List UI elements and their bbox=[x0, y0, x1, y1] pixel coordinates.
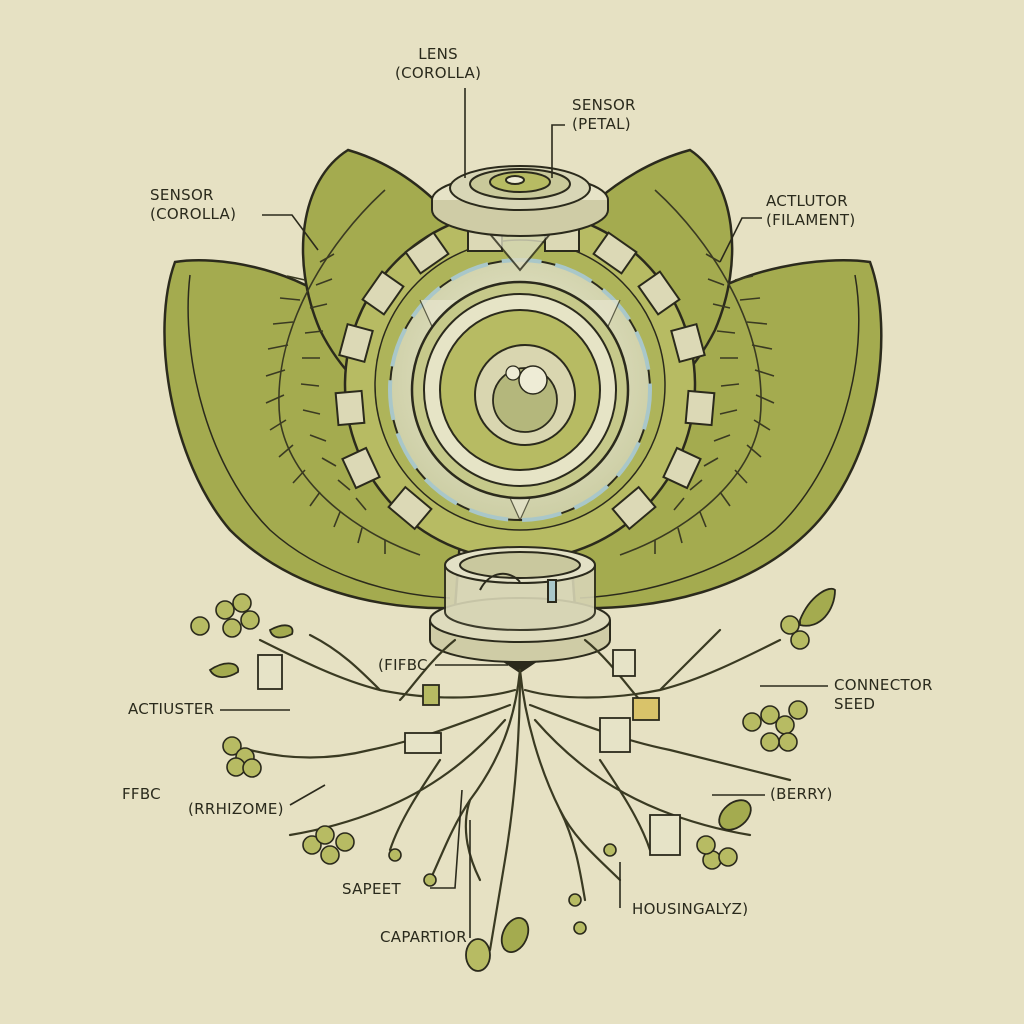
leader-lines bbox=[220, 88, 828, 938]
label-sensor-petal-line1: SENSOR bbox=[572, 96, 636, 114]
label-actutor-line1: ACTLUTOR bbox=[766, 192, 849, 210]
label-berry: (BERRY) bbox=[770, 785, 833, 803]
label-sensor-corolla-line1: SENSOR bbox=[150, 186, 214, 204]
label-lens: LENS (COROLLA) bbox=[395, 45, 481, 83]
label-fifbc: (FIFBC bbox=[378, 656, 428, 674]
base-connector bbox=[429, 546, 611, 674]
label-connector-line2: SEED bbox=[834, 695, 876, 713]
label-capartior: CAPARTIOR bbox=[380, 928, 467, 946]
label-sensor-petal: SENSOR (PETAL) bbox=[572, 96, 636, 134]
label-housingalyz: HOUSINGALYZ) bbox=[632, 900, 749, 918]
berries bbox=[190, 593, 810, 935]
label-ffbc: FFBC bbox=[122, 785, 161, 803]
label-actiuster: ACTIUSTER bbox=[128, 700, 215, 718]
label-sapeet: SAPEET bbox=[342, 880, 402, 898]
label-rrhizome: (RRHIZOME) bbox=[188, 800, 284, 818]
label-connector-line1: CONNECTOR bbox=[834, 676, 933, 694]
label-lens-line1: LENS bbox=[418, 45, 458, 63]
label-connector-seed: CONNECTOR SEED bbox=[834, 676, 933, 714]
fern-vein-left bbox=[265, 189, 421, 556]
label-actutor-filament: ACTLUTOR (FILAMENT) bbox=[766, 192, 856, 230]
label-sensor-petal-line2: (PETAL) bbox=[572, 115, 631, 133]
label-sensor-corolla-line2: (COROLLA) bbox=[150, 205, 237, 223]
root-connectors bbox=[257, 649, 681, 856]
central-lens bbox=[388, 258, 652, 522]
label-sensor-corolla: SENSOR (COROLLA) bbox=[150, 186, 236, 224]
top-lens-assembly bbox=[431, 165, 609, 272]
label-lens-line2: (COROLLA) bbox=[395, 64, 482, 82]
label-actutor-line2: (FILAMENT) bbox=[766, 211, 856, 229]
root-leaves bbox=[208, 587, 836, 972]
fern-vein-right bbox=[619, 189, 775, 556]
